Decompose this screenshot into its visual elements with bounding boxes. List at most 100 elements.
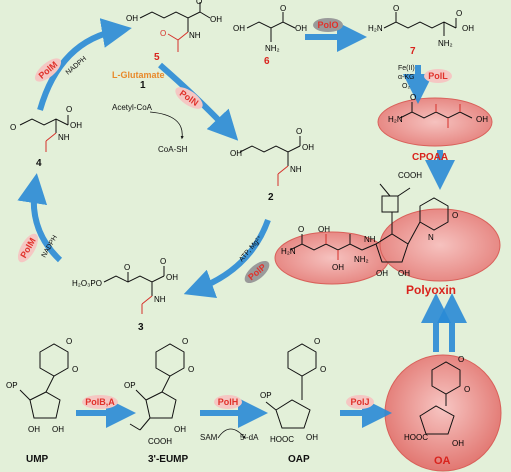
cofactor-o2: O₂: [402, 83, 410, 90]
svg-text:PolJ: PolJ: [350, 397, 369, 407]
compound-2-label: 2: [268, 192, 274, 203]
compound-4-label: 4: [36, 158, 42, 169]
atom-oh-6: OH: [295, 24, 307, 33]
atom-cooh-oap: HOOC: [270, 435, 294, 444]
cofactor-coa-sh: CoA-SH: [158, 145, 188, 154]
atom-h2n-7: H₂N: [368, 24, 383, 33]
enzyme-polO: PolO: [313, 18, 343, 32]
atom-oh4-polyoxin: OH: [398, 269, 410, 278]
compound-6-structure: [246, 12, 296, 42]
cofactor-atp-mg: ATP, Mg²⁺: [238, 234, 264, 263]
oap-structure: [265, 343, 317, 429]
cofactor-acetyl-coa: Acetyl-CoA: [112, 103, 153, 112]
arrow-4-to-5: [37, 18, 132, 111]
atom-oh3-polyoxin: OH: [376, 269, 388, 278]
atom-nh-2: NH: [290, 165, 302, 174]
atom-ho-2: OH: [230, 149, 242, 158]
atom-o-acetyl-5: O: [160, 29, 166, 38]
compound-1-label: 1: [140, 80, 146, 91]
atom-oh-oap: OH: [306, 433, 318, 442]
atom-oh-2: OH: [302, 143, 314, 152]
atom-nh2-6: NH₂: [265, 44, 280, 53]
oa-structure: [419, 361, 461, 435]
sam-curve: [217, 428, 246, 439]
compound-7-label: 7: [410, 46, 416, 57]
atom-o2-ump: O: [72, 365, 78, 374]
atom-cooh-eump: COOH: [148, 437, 172, 446]
arrow-3-to-4: [17, 173, 63, 263]
svg-text:PolB,A: PolB,A: [85, 397, 115, 407]
polyoxin-nucleoside-highlight: [379, 208, 501, 282]
atom-op-oap: OP: [260, 391, 272, 400]
atom-cooh-oa: HOOC: [404, 433, 428, 442]
atom-oh-5: OH: [210, 15, 222, 24]
ump-label: UMP: [26, 454, 49, 465]
atom-n-polyoxin: N: [428, 233, 434, 242]
eump-structure: [129, 343, 185, 431]
enzyme-polH: PolH: [214, 395, 242, 409]
atom-nh-polyoxin: NH: [364, 235, 376, 244]
atom-op-eump: OP: [124, 381, 136, 390]
compound-3-label: 3: [138, 322, 144, 333]
atom-nh2-7: NH₂: [438, 39, 453, 48]
atom-oh-polyoxin: OH: [318, 225, 330, 234]
atom-o2-oap: O: [320, 365, 326, 374]
polyoxin-structure: [289, 183, 449, 263]
ump-structure: [19, 343, 69, 419]
compound-5-structure: [139, 2, 211, 52]
atom-oh-eump: OH: [174, 425, 186, 434]
acetyl-coa-curve: [149, 111, 184, 140]
atom-o-3: O: [124, 263, 130, 272]
atom-o2-oa: O: [464, 385, 470, 394]
atom-o-cpoaa: O: [410, 93, 416, 102]
atom-nh-4: NH: [58, 133, 70, 142]
atom-o-2: O: [296, 127, 302, 136]
atom-cooh-cpoaa: OH: [476, 115, 488, 124]
atom-h2o3po-3: H₂O₃PO: [72, 279, 102, 288]
cofactor-fe: Fe(II): [398, 65, 415, 72]
atom-o-7: O: [393, 4, 399, 13]
cofactor-akg: α-KG: [398, 74, 415, 81]
atom-o2-7: O: [456, 9, 462, 18]
atom-ho-5: OH: [126, 14, 138, 23]
oa-highlight: [384, 354, 502, 472]
svg-text:PolO: PolO: [317, 20, 338, 30]
atom-o-polyoxin: O: [298, 225, 304, 234]
atom-o-eump: O: [182, 337, 188, 346]
atom-oh-ump: OH: [28, 425, 40, 434]
polyoxin-label: Polyoxin: [406, 283, 456, 297]
compound-7-structure: [383, 12, 457, 36]
cofactor-5-da: 5'-dA: [240, 433, 259, 442]
atom-oh2-ump: OH: [52, 425, 64, 434]
cofactor-sam: SAM: [200, 433, 218, 442]
cpoaa-label: CPOAA: [412, 152, 448, 163]
atom-o-ump: O: [66, 337, 72, 346]
atom-ho-6: OH: [233, 24, 245, 33]
cpoaa-highlight: [377, 97, 493, 147]
compound-2-structure: [239, 136, 301, 186]
atom-h2n-polyoxin: H₂N: [281, 247, 296, 256]
atom-o-oa: O: [458, 355, 464, 364]
compound-5-label: 5: [154, 52, 160, 63]
enzyme-polBA: PolB,A: [82, 395, 118, 409]
atom-oh2-polyoxin: OH: [332, 263, 344, 272]
compound-1-name: L-Glutamate: [112, 70, 165, 80]
atom-o-oap: O: [314, 337, 320, 346]
atom-o2-4: O: [66, 105, 72, 114]
oap-label: OAP: [288, 454, 310, 465]
arrow-2-to-3: [183, 218, 271, 298]
cpoaa-structure: [399, 102, 473, 128]
atom-oh-oa: OH: [452, 439, 464, 448]
compound-4-structure: [19, 115, 69, 152]
atom-o-4: O: [10, 123, 16, 132]
atom-cooh-polyoxin: COOH: [398, 171, 422, 180]
atom-oh-3: OH: [166, 273, 178, 282]
atom-nh-5: NH: [189, 31, 201, 40]
atom-h2n-cpoaa: H₂N: [388, 115, 403, 124]
compound-6-label: 6: [264, 56, 270, 67]
atom-o2-3: O: [160, 257, 166, 266]
oa-label: OA: [434, 455, 451, 467]
atom-nh2-polyoxin: NH₂: [354, 255, 369, 264]
